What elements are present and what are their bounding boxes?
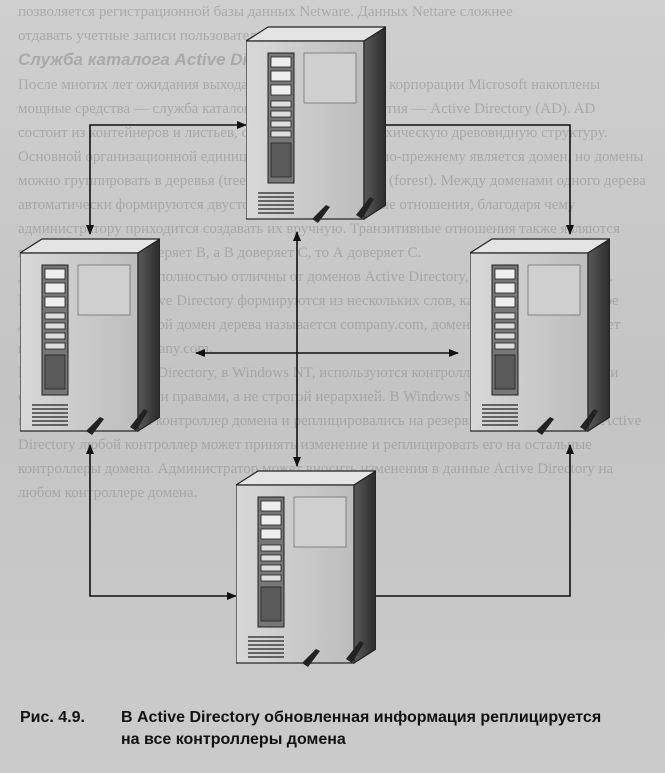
server-right-icon [470, 238, 610, 436]
domain-controllers [20, 26, 610, 668]
server-top-icon [246, 26, 386, 224]
server-left-icon [20, 238, 160, 436]
link-top-left [86, 121, 247, 235]
figure-label: Рис. 4.9. [20, 709, 85, 726]
link-top-right [341, 121, 574, 235]
link-right-bottom [353, 444, 574, 600]
caption-line-1: В Active Directory обновленная информаци… [121, 709, 602, 726]
figure-caption: Рис. 4.9. В Active Directory обновленная … [20, 707, 650, 751]
link-left-bottom [86, 444, 237, 600]
server-bottom-icon [236, 470, 376, 668]
caption-line-2: на все контроллеры домена [121, 731, 346, 748]
replication-links [86, 121, 574, 600]
replication-diagram [20, 26, 610, 668]
bg-top-fragment-2: отдавать учетные записи пользователя... [18, 28, 275, 44]
bg-top-fragment: позволяется регистрационной базы данных … [18, 4, 513, 20]
